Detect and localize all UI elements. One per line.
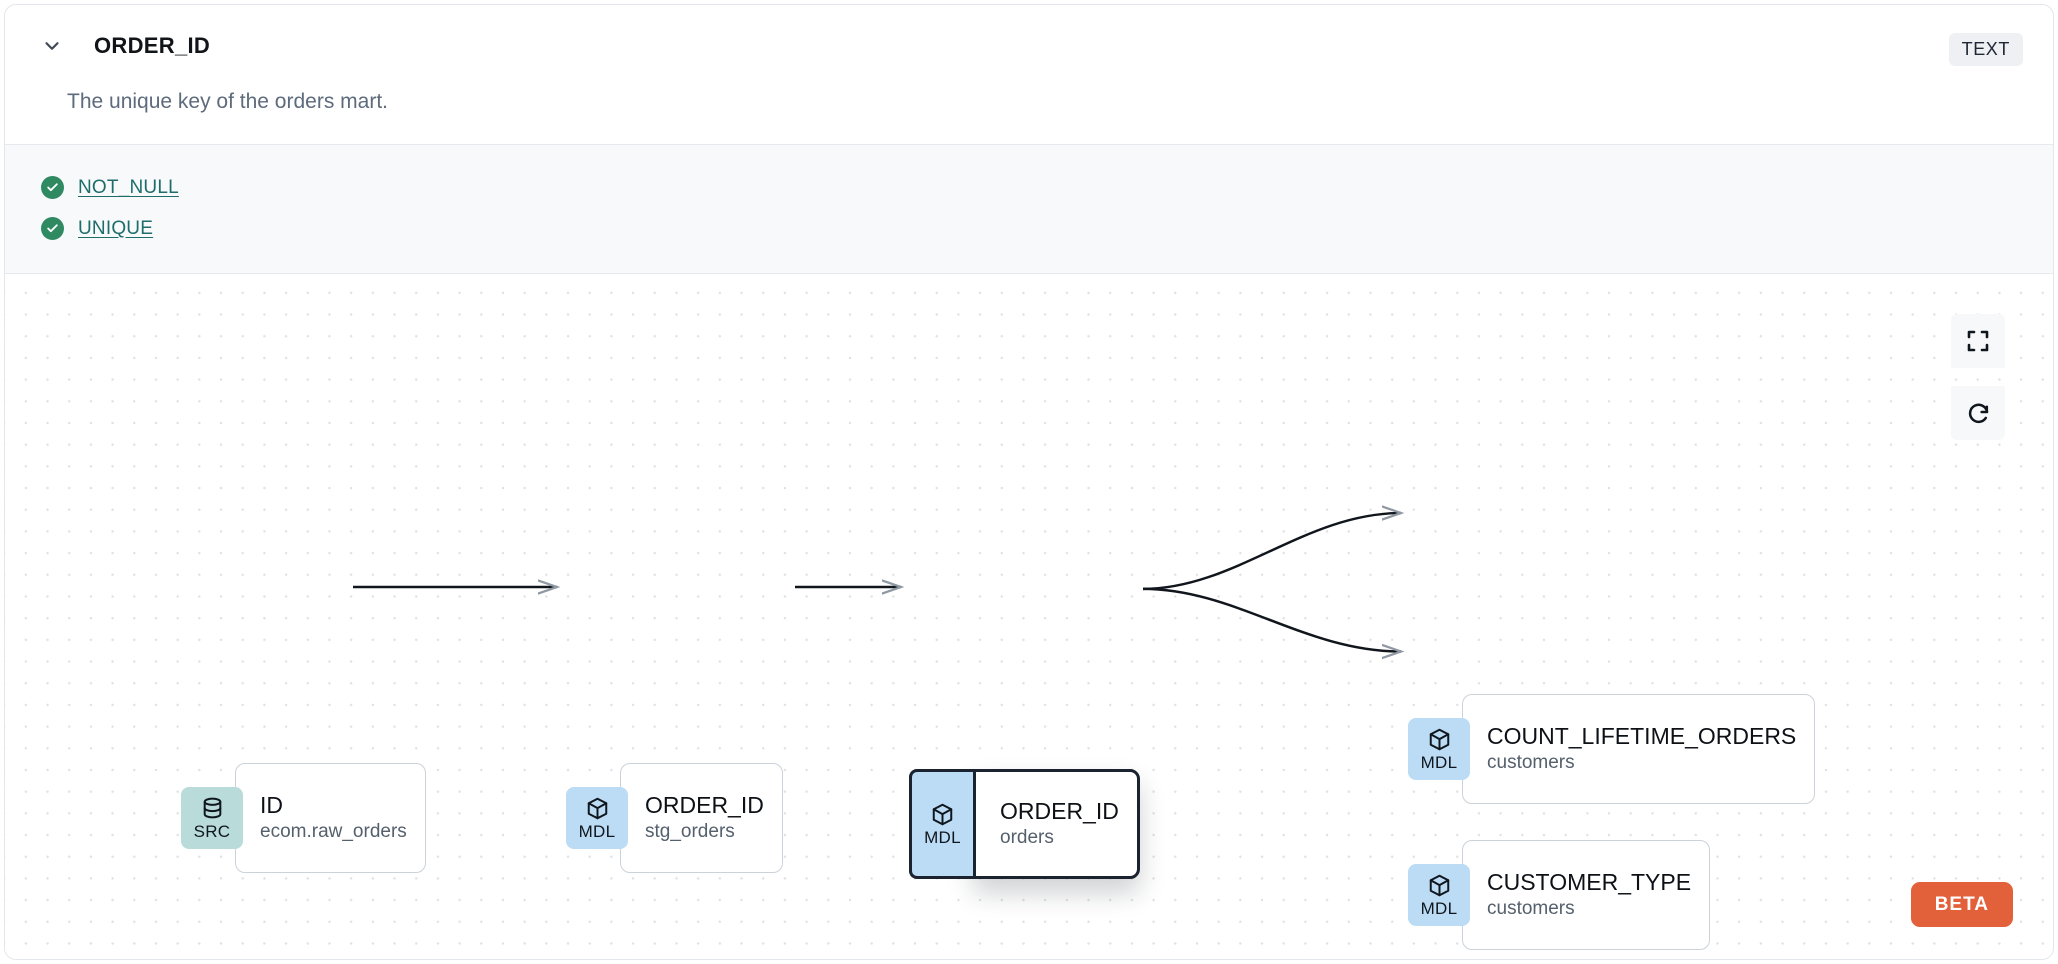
cube-icon [1427, 873, 1452, 898]
test-link-not-null[interactable]: NOT_NULL [78, 176, 179, 198]
lineage-node-count-lifetime-orders[interactable]: MDL COUNT_LIFETIME_ORDERS customers [1408, 694, 1816, 805]
check-circle-icon [41, 176, 64, 200]
page-title: ORDER_ID [94, 33, 211, 58]
node-body: ID ecom.raw_orders [235, 763, 426, 874]
node-body: COUNT_LIFETIME_ORDERS customers [1462, 694, 1816, 805]
node-subtitle: ecom.raw_orders [260, 820, 407, 842]
lineage-edge [1142, 513, 1401, 591]
cube-icon [1427, 727, 1452, 752]
node-kind-badge: SRC [181, 787, 243, 850]
lineage-edge [1142, 587, 1401, 652]
lineage-canvas[interactable]: SRC ID ecom.raw_orders MDL ORDE [5, 274, 2053, 959]
node-name: ID [260, 791, 283, 818]
node-kind-label: MDL [578, 822, 616, 842]
node-kind-label: MDL [924, 828, 961, 848]
node-name: COUNT_LIFETIME_ORDERS [1487, 722, 1797, 749]
column-type-badge: TEXT [1948, 33, 2023, 66]
column-description: The unique key of the orders mart. [67, 90, 388, 113]
node-kind-label: MDL [1420, 753, 1458, 773]
column-header: ORDER_ID TEXT The unique key of the orde… [5, 5, 2053, 144]
check-circle-icon [41, 217, 64, 241]
node-body: CUSTOMER_TYPE customers [1462, 840, 1711, 951]
lineage-node-orders-selected[interactable]: MDL ORDER_ID orders [909, 769, 1140, 880]
node-kind-badge: MDL [909, 769, 973, 880]
node-kind-badge: MDL [1408, 864, 1470, 927]
cube-icon [585, 796, 610, 821]
lineage-node-customer-type[interactable]: MDL CUSTOMER_TYPE customers [1408, 840, 1711, 951]
canvas-controls [1951, 314, 2005, 441]
node-body: ORDER_ID stg_orders [620, 763, 783, 874]
node-subtitle: customers [1487, 751, 1575, 773]
test-row: UNIQUE [5, 208, 2053, 249]
column-header-row: ORDER_ID [35, 31, 2023, 61]
node-kind-label: SRC [193, 822, 231, 842]
lineage-node-stg-orders[interactable]: MDL ORDER_ID stg_orders [566, 763, 783, 874]
node-body: ORDER_ID orders [973, 769, 1140, 880]
node-kind-badge: MDL [1408, 718, 1470, 781]
node-name: ORDER_ID [645, 791, 764, 818]
refresh-icon [1966, 401, 1991, 426]
node-kind-badge: MDL [566, 787, 628, 850]
column-tests-section: NOT_NULL UNIQUE [5, 144, 2053, 275]
lineage-node-src-id[interactable]: SRC ID ecom.raw_orders [181, 763, 426, 874]
node-name: CUSTOMER_TYPE [1487, 868, 1692, 895]
node-subtitle: orders [1000, 826, 1054, 848]
fit-view-button[interactable] [1951, 314, 2005, 369]
beta-badge[interactable]: BETA [1910, 882, 2013, 927]
column-detail-card: ORDER_ID TEXT The unique key of the orde… [4, 4, 2054, 960]
fit-view-icon [1966, 329, 1990, 353]
reset-view-button[interactable] [1951, 386, 2005, 441]
node-subtitle: customers [1487, 897, 1575, 919]
node-subtitle: stg_orders [645, 820, 735, 842]
chevron-down-icon[interactable] [35, 31, 69, 61]
node-kind-label: MDL [1420, 899, 1458, 919]
test-row: NOT_NULL [5, 167, 2053, 208]
node-name: ORDER_ID [1000, 797, 1119, 824]
cube-icon [930, 802, 955, 827]
test-link-unique[interactable]: UNIQUE [78, 217, 154, 239]
database-icon [200, 796, 225, 821]
